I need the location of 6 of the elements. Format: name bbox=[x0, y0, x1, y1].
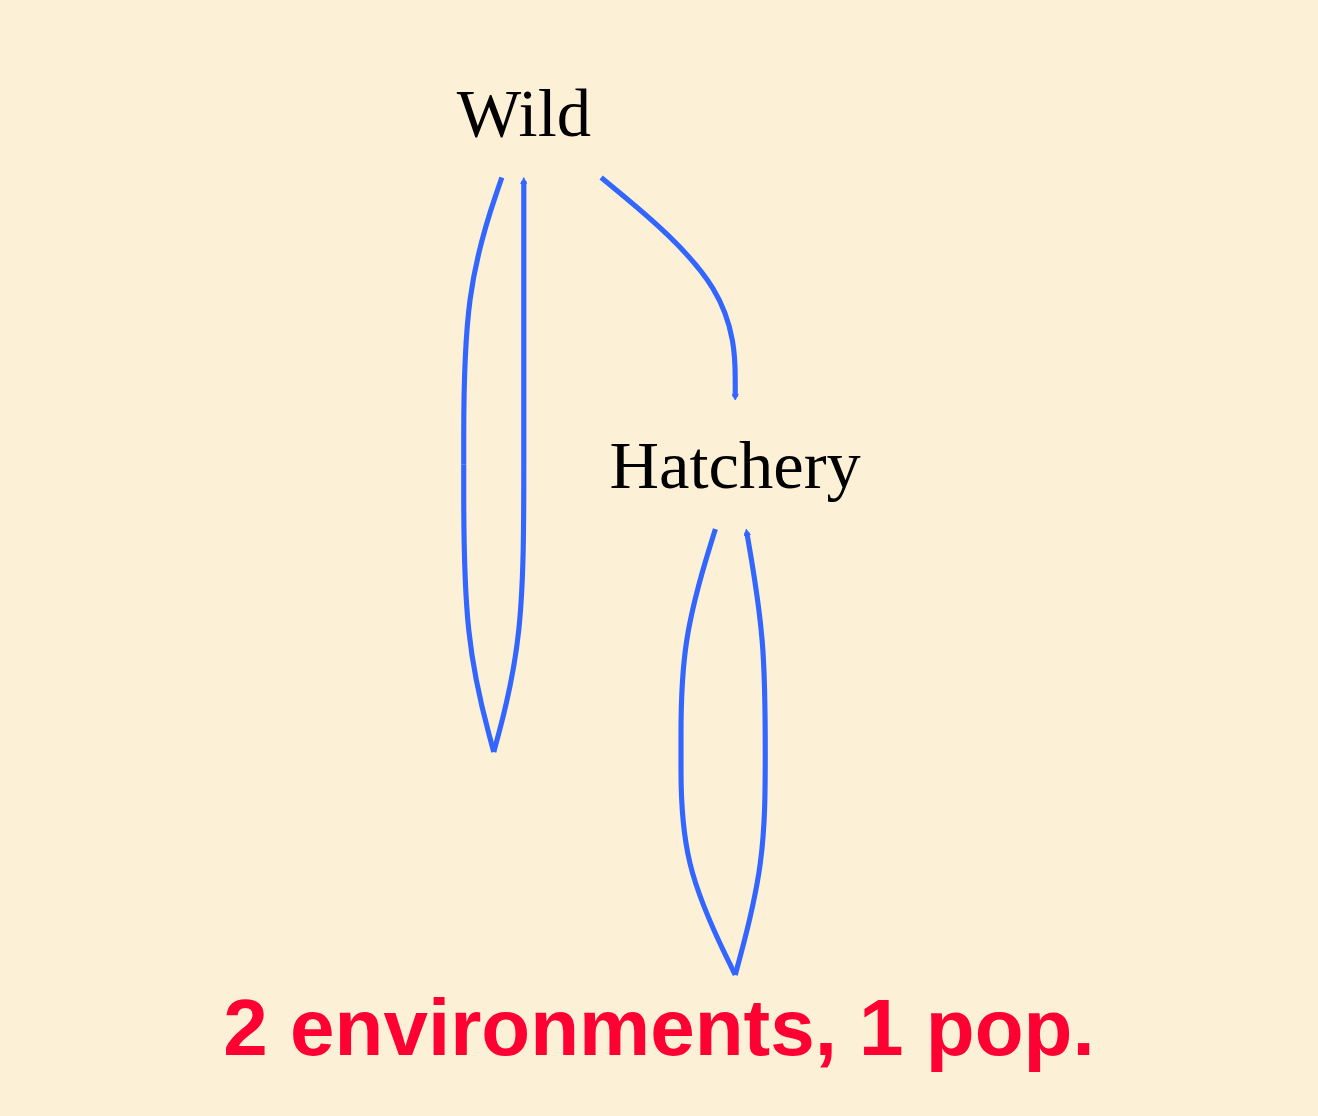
arrow bbox=[678, 528, 769, 977]
arrow bbox=[599, 175, 740, 401]
arrow bbox=[461, 176, 528, 753]
node-text: Wild bbox=[456, 75, 592, 151]
node-text: Hatchery bbox=[609, 427, 862, 503]
note-text: 2 environments, 1 pop. bbox=[223, 982, 1095, 1074]
